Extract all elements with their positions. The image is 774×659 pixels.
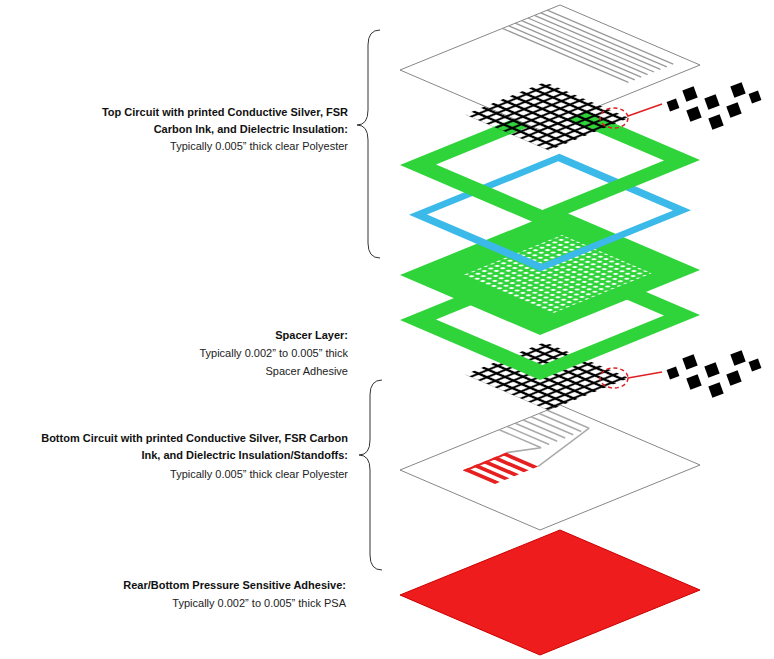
detail-circle [600, 108, 628, 128]
symbol-square [704, 94, 719, 109]
layer-heading: Spacer Layer: [48, 327, 348, 344]
layer-note: Typically 0.005” thick clear Polyester [48, 138, 348, 155]
symbol-square [730, 350, 745, 365]
detail-symbol [667, 350, 762, 397]
symbol-square [726, 102, 741, 117]
bracket [359, 380, 382, 570]
top-carbon-grid [465, 82, 629, 151]
layer-heading: Rear/Bottom Pressure Sensitive Adhesive: [16, 577, 346, 594]
leader-line [628, 372, 662, 378]
interdigitated-finger [501, 453, 538, 469]
symbol-square [682, 86, 697, 101]
symbol-square [730, 82, 745, 97]
layer-note: Spacer Adhesive [48, 363, 348, 380]
interdigitated-finger [463, 468, 500, 484]
carbon-grid [465, 82, 629, 151]
layer-note: Typically 0.002” to 0.005” thick PSA [16, 595, 346, 612]
detail-circle [600, 368, 628, 388]
interdigitated-finger [492, 457, 529, 473]
layer-heading: Top Circuit with printed Conductive Silv… [80, 104, 348, 138]
interdigitated-finger [482, 460, 519, 476]
symbol-square [749, 91, 762, 104]
bracket [357, 30, 380, 258]
layer-note: Typically 0.005” thick clear Polyester [48, 466, 348, 483]
interdigitated-spine [463, 453, 509, 472]
symbol-square [708, 114, 723, 129]
interdigitated-finger [472, 464, 509, 480]
layer-heading: Bottom Circuit with printed Conductive S… [23, 430, 348, 464]
layer-note: Typically 0.002” to 0.005” thick [48, 345, 348, 362]
polyester-sheet [400, 405, 700, 530]
symbol-square [704, 362, 719, 377]
symbol-square [667, 99, 680, 112]
symbol-square [708, 382, 723, 397]
psa-layer [400, 530, 700, 655]
symbol-square [686, 374, 701, 389]
symbol-square [667, 367, 680, 380]
leader-line [628, 104, 662, 116]
symbol-square [726, 370, 741, 385]
psa-sheet [400, 530, 700, 655]
detail-symbol [667, 82, 762, 129]
symbol-square [749, 359, 762, 372]
symbol-square [682, 354, 697, 369]
bottom-sheet [400, 405, 700, 530]
silver-traces [502, 10, 673, 82]
symbol-square [686, 106, 701, 121]
